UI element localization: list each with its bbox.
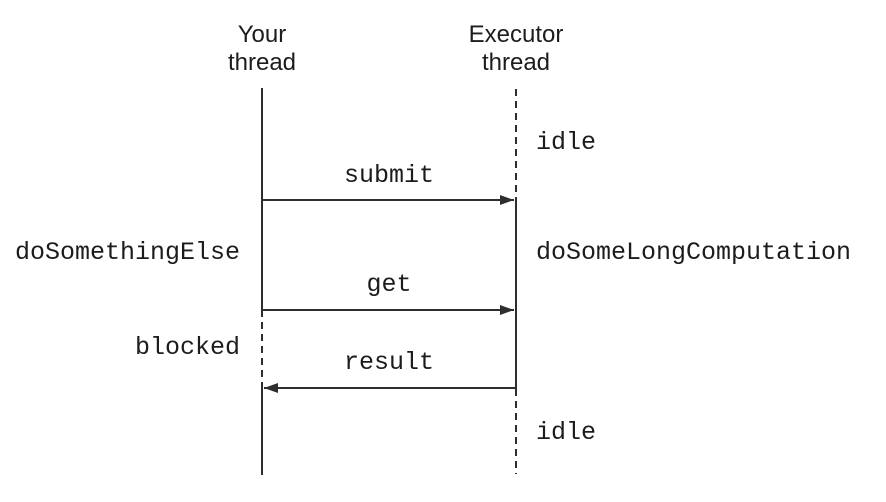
submit-message-label: submit (343, 161, 434, 190)
get-message-label: get (366, 270, 412, 299)
your-blocked-label: blocked (134, 333, 240, 362)
executor-idle-bottom-label: idle (536, 418, 597, 447)
executor-activity-label: doSomeLongComputation (536, 238, 852, 267)
your-activity-label: doSomethingElse (14, 238, 240, 267)
executor-idle-top-label: idle (536, 128, 597, 157)
result-message-label: result (343, 348, 434, 377)
lifeline-title-your-thread: Your thread (227, 21, 297, 76)
lifeline-title-executor-thread: Executor thread (468, 21, 564, 76)
